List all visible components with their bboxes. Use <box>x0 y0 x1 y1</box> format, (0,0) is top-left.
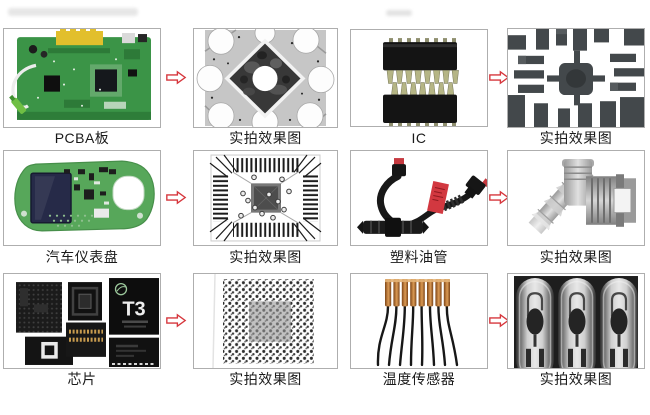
caption-chips: 芯片 <box>67 371 97 387</box>
sensor-xray-image <box>507 273 645 369</box>
pcba-board-photo <box>3 28 161 128</box>
arrow-icon <box>165 70 187 85</box>
caption-chips-xray: 实拍效果图 <box>229 371 302 387</box>
chip-marking-text: T3 <box>122 298 145 320</box>
top-artifact <box>8 8 138 16</box>
pipe-elbow-xray-image <box>507 150 645 246</box>
caption-oil-pipe-xray: 实拍效果图 <box>539 249 613 265</box>
bga-xray-image <box>193 273 338 369</box>
arrow-icon <box>488 70 510 85</box>
dashboard-pcb-photo <box>3 150 161 246</box>
caption-pcba-board: PCBA板 <box>54 130 110 146</box>
caption-sensor-xray: 实拍效果图 <box>539 371 613 387</box>
arrow-icon <box>488 190 510 205</box>
ic-photo <box>350 29 488 127</box>
caption-ic: IC <box>411 130 427 146</box>
pcba-xray-image <box>193 28 338 128</box>
caption-ic-xray: 实拍效果图 <box>539 130 613 146</box>
caption-pcba-xray: 实拍效果图 <box>229 130 302 146</box>
oil-pipe-photo <box>350 150 488 246</box>
caption-dashboard-xray: 实拍效果图 <box>229 249 302 265</box>
temperature-sensor-photo <box>350 273 488 369</box>
arrow-icon <box>165 313 187 328</box>
top-artifact <box>386 10 412 16</box>
arrow-icon <box>165 190 187 205</box>
ic-xray-image <box>507 28 645 128</box>
caption-temperature-sensor: 温度传感器 <box>382 371 456 387</box>
arrow-icon <box>488 313 510 328</box>
caption-dashboard: 汽车仪表盘 <box>45 249 119 265</box>
caption-oil-pipe: 塑料油管 <box>390 249 448 265</box>
chips-photo: T3 <box>3 273 161 369</box>
qfp-xray-image <box>193 150 338 246</box>
